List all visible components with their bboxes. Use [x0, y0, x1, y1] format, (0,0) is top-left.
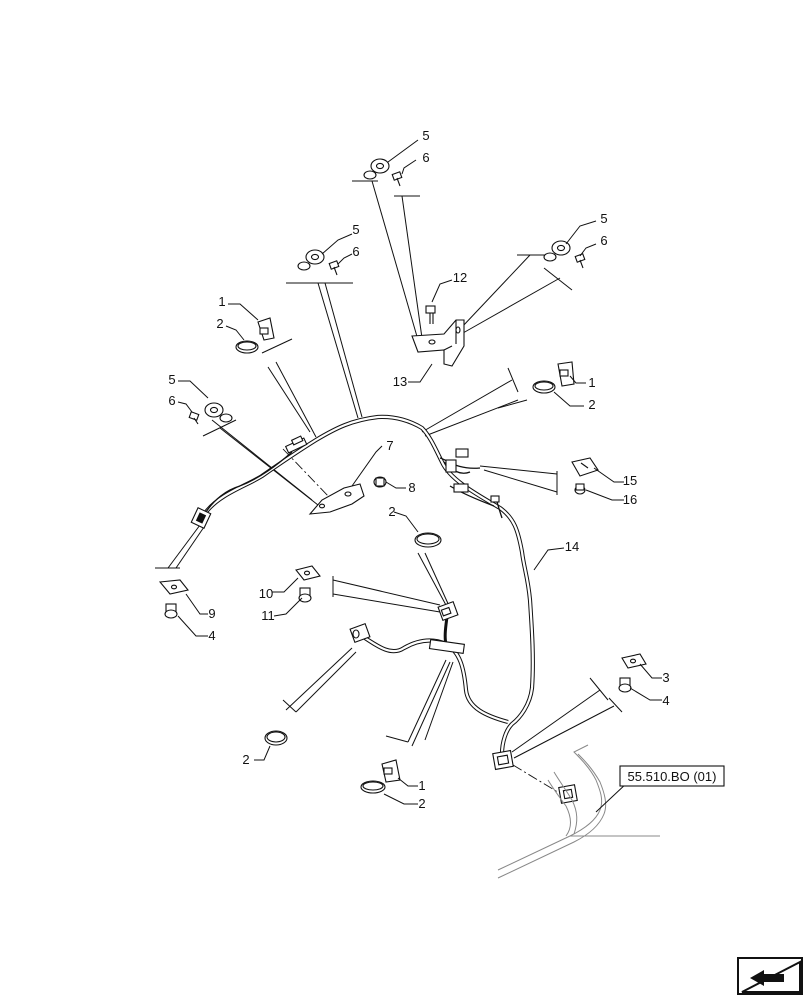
bolt-4-left [164, 603, 178, 619]
callout-4: 4 [208, 628, 215, 643]
bolt-11 [298, 587, 312, 603]
callout-6: 6 [352, 244, 359, 259]
bracket-7 [308, 483, 365, 515]
callout-10: 10 [259, 586, 273, 601]
connector-lower-left [349, 622, 371, 644]
clip-1-lower [381, 759, 401, 783]
parts [158, 158, 647, 804]
bolt-6-right [574, 253, 586, 269]
callout-3: 3 [662, 670, 669, 685]
clip-10 [295, 565, 321, 581]
callout-12: 12 [453, 270, 467, 285]
callout-6: 6 [168, 393, 175, 408]
callout-5: 5 [600, 211, 607, 226]
harness-sleeve [428, 639, 466, 654]
bolt-12 [425, 305, 436, 324]
clip-3 [621, 653, 647, 669]
leader-lines [155, 180, 623, 759]
callout-5: 5 [168, 372, 175, 387]
harness-clip-middle [437, 600, 459, 622]
callout-2: 2 [388, 504, 395, 519]
cable-tie-2-upper-left [235, 340, 259, 354]
callout-7: 7 [386, 438, 393, 453]
callout-1: 1 [418, 778, 425, 793]
reference-harness [497, 744, 660, 879]
callout-15: 15 [623, 473, 637, 488]
callout-2: 2 [588, 397, 595, 412]
callout-1: 1 [588, 375, 595, 390]
callout-2: 2 [242, 752, 249, 767]
clip-15 [571, 457, 599, 477]
callout-4: 4 [662, 693, 669, 708]
clip-1-right [557, 361, 575, 387]
callout-16: 16 [623, 492, 637, 507]
bolt-6-mid [328, 260, 340, 276]
bracket-13 [411, 319, 465, 367]
cable-tie-2-lower [360, 780, 386, 794]
washer-5-right [543, 240, 571, 262]
bolt-6-left [188, 411, 200, 425]
reference-label: 55.510.BO (01) [628, 769, 717, 784]
harness-connector-upper [284, 435, 308, 454]
bolt-8 [373, 476, 387, 488]
reference-callout[interactable]: 55.510.BO (01) [619, 765, 725, 787]
connector-bottom [492, 749, 514, 771]
callout-8: 8 [408, 480, 415, 495]
callout-5: 5 [352, 222, 359, 237]
callout-11: 11 [261, 608, 275, 623]
callout-1: 1 [218, 294, 225, 309]
callout-9: 9 [208, 606, 215, 621]
next-page-arrow-icon[interactable] [737, 957, 803, 995]
connector-left [190, 507, 212, 529]
callout-13: 13 [393, 374, 407, 389]
clip-1-upper-left [257, 317, 275, 341]
cable-tie-2-right [532, 380, 556, 394]
cable-tie-2-lower-left [264, 730, 288, 746]
callout-6: 6 [600, 233, 607, 248]
callout-leaders [177, 139, 662, 805]
callout-6: 6 [422, 150, 429, 165]
cable-tie-2-center [414, 532, 442, 548]
washer-5-top [363, 158, 390, 180]
callout-2: 2 [216, 316, 223, 331]
washer-5-mid [297, 249, 325, 271]
center-lines [282, 448, 567, 798]
bolt-6-top [391, 171, 403, 187]
bolt-4-right [618, 677, 632, 693]
wiring-harness [204, 414, 535, 755]
reference-leader [595, 781, 629, 813]
clip-9 [158, 579, 189, 595]
callout-14: 14 [565, 539, 579, 554]
washer-5-left [204, 402, 233, 423]
connectors-right [445, 448, 500, 503]
callout-2: 2 [418, 796, 425, 811]
callout-5: 5 [422, 128, 429, 143]
bolt-16 [574, 483, 586, 495]
